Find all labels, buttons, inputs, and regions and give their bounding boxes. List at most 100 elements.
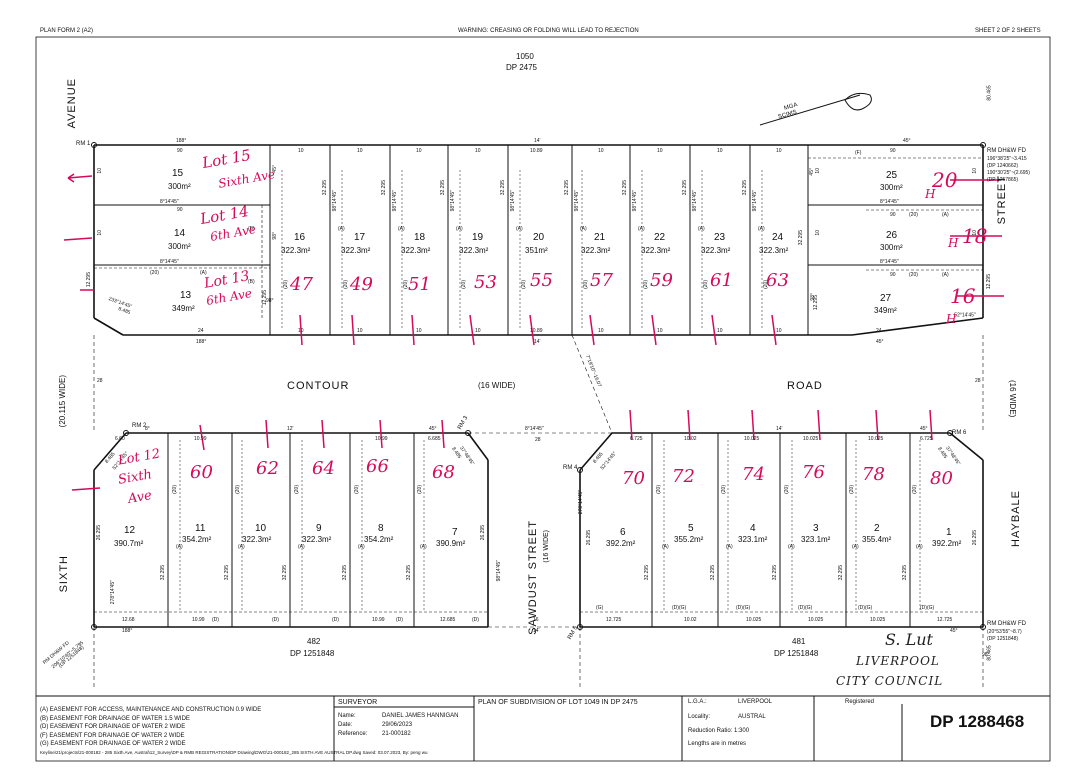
hand-16: 16	[950, 284, 976, 308]
surveyor-name-label: Name:	[338, 713, 356, 719]
tag-f-25: (F)	[855, 150, 862, 156]
lot-21-area: 322.3m²	[581, 246, 611, 255]
lot-5-area: 355.2m²	[674, 535, 704, 544]
lot-15-number: 15	[172, 168, 184, 179]
hand-53: 53	[474, 272, 497, 293]
tag-20-2: (20)	[849, 485, 855, 494]
bearing-8w-25: 8°14'45"	[880, 199, 899, 205]
bearing-98w-19: 98°14'45"	[450, 190, 456, 212]
lot-7-area: 390.9m²	[436, 539, 466, 548]
hand-74: 74	[742, 464, 765, 485]
adjoining-dp-481: DP 1251848	[774, 649, 819, 658]
surveyor-name: DANIEL JAMES HANNIGAN	[382, 713, 459, 719]
surveyor-date-label: Date:	[338, 722, 353, 728]
bearing-45-1: 45°	[920, 426, 928, 432]
surveyor-heading: SURVEYOR	[338, 699, 378, 706]
dim-10-21b: 10	[598, 328, 604, 334]
legend-d: (D) EASEMENT FOR DRAINAGE OF WATER 2 WID…	[40, 724, 186, 730]
dim-26295-1: 26.295	[972, 530, 978, 546]
dim-32295-9: 32.295	[342, 565, 348, 581]
dim-26295-7: 26.295	[480, 525, 486, 541]
header-left: PLAN FORM 2 (A2)	[40, 28, 94, 34]
lot-3-number: 3	[813, 523, 819, 534]
tag-d-10: (D)	[272, 617, 279, 623]
hand-66: 66	[366, 456, 389, 477]
dim-32295-5: 32.295	[710, 565, 716, 581]
lot-19-number: 19	[472, 232, 484, 243]
dim-10-22: 10	[657, 148, 663, 154]
dim-10025-2: 10.025	[868, 436, 884, 442]
tag-d-9: (D)	[332, 617, 339, 623]
rm4-label: RM 4	[563, 465, 578, 471]
tag-dg-3: (D)(G)	[798, 605, 813, 611]
lot-27-area: 349m²	[874, 306, 897, 315]
tag-20-13: (20)	[150, 270, 159, 276]
tag-a-11: (A)	[176, 544, 183, 550]
lot-4-area: 323.1m²	[738, 535, 768, 544]
bearing-8w-mid: 8°14'45"	[525, 426, 544, 432]
tag-d-11: (D)	[212, 617, 219, 623]
dim-10-19: 10	[475, 148, 481, 154]
dim-10025-3: 10.025	[803, 436, 819, 442]
surveyor-date: 29/06/2023	[382, 722, 413, 728]
tag-20-3: (20)	[784, 485, 790, 494]
tag-a-19: (A)	[456, 226, 463, 232]
adjoining-dp-2475: DP 2475	[506, 63, 537, 72]
legend-b: (B) EASEMENT FOR DRAINAGE OF WATER 1.5 W…	[40, 715, 190, 722]
dim-10-15: 10	[97, 168, 103, 174]
dim-12295-27b: 12.295	[986, 274, 992, 290]
tag-b-13: (B)	[248, 279, 255, 285]
road-road: ROAD	[787, 380, 823, 392]
dim-1099-low: 10.99	[192, 617, 205, 623]
dim-32295-6: 32.295	[644, 565, 650, 581]
dim-32295-21: 32.295	[622, 180, 628, 196]
hand-18: 18	[962, 224, 988, 248]
hand-47: 47	[290, 274, 313, 295]
adjoining-lot-1050: 1050	[516, 52, 534, 61]
dim-10025-low-2: 10.025	[870, 617, 886, 623]
tag-dg-2: (D)(G)	[858, 605, 873, 611]
tag-20-16: (20)	[283, 280, 289, 289]
tag-dg-1: (D)(G)	[920, 605, 935, 611]
dim-1002: 10.02	[684, 436, 697, 442]
dim-90-27: 90	[890, 272, 896, 278]
tag-20-17: (20)	[343, 280, 349, 289]
tag-a-23: (A)	[698, 226, 705, 232]
road-road-width: (16 WIDE)	[1008, 380, 1017, 418]
tag-a-6: (A)	[662, 544, 669, 550]
tag-a-2: (A)	[916, 544, 923, 550]
legend-g: (G) EASEMENT FOR DRAINAGE OF WATER 2 WID…	[40, 741, 186, 747]
hand-64: 64	[312, 458, 335, 479]
dim-10-17b: 10	[357, 328, 363, 334]
lot-21-number: 21	[594, 232, 606, 243]
tag-20-20: (20)	[521, 280, 527, 289]
lot-22-number: 22	[654, 232, 666, 243]
dim-32295-22: 32.295	[682, 180, 688, 196]
hand-57: 57	[590, 270, 613, 291]
legend-f: (F) EASEMENT FOR DRAINAGE OF WATER 2 WID…	[40, 732, 185, 739]
hand-60: 60	[190, 462, 213, 483]
council-name-2: CITY COUNCIL	[836, 674, 944, 688]
registered-label: Registered	[845, 699, 875, 705]
rm2-label: RM 2	[132, 423, 147, 429]
dim-6685: 6.685	[428, 436, 441, 442]
bearing-98w-7: 98°14'45"	[496, 560, 502, 582]
lga-label: L.G.A.:	[688, 699, 707, 705]
surveyor-ref-label: Reference:	[338, 731, 368, 737]
dim-10025-low-4: 10.025	[746, 617, 762, 623]
lot-20-number: 20	[533, 232, 545, 243]
rm1-label: RM 1	[76, 141, 91, 147]
lot-25-area: 300m²	[880, 183, 903, 192]
lot-13-number: 13	[180, 290, 192, 301]
tag-a-20: (A)	[516, 226, 523, 232]
lot-20-area: 351m²	[525, 246, 548, 255]
dim-1268: 12.68	[122, 617, 135, 623]
dim-1089-top: 10.89	[530, 148, 543, 154]
bearing-98-13: 98°	[266, 298, 274, 304]
tag-20-10: (20)	[235, 485, 241, 494]
dim-10025-4: 10.025	[744, 436, 760, 442]
road-haybale: HAYBALE	[1010, 490, 1022, 547]
tag-20-4: (20)	[721, 485, 727, 494]
lot-3-area: 323.1m²	[801, 535, 831, 544]
tag-20-8: (20)	[354, 485, 360, 494]
